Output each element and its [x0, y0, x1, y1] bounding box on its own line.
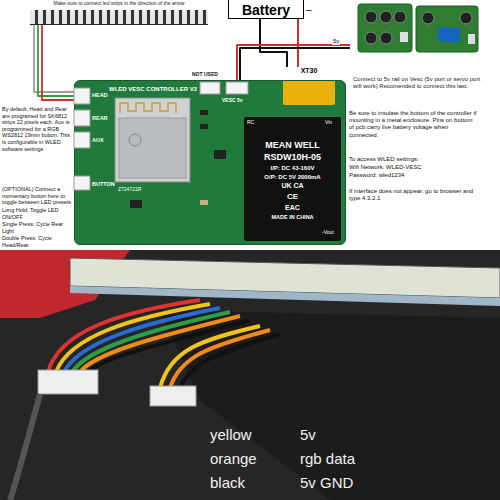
photo — [0, 250, 500, 500]
vesc-board-part — [358, 4, 412, 52]
note-text: Wifi Network: WLED-VESC — [349, 164, 479, 171]
note-text: Password: wled1234 — [349, 172, 479, 179]
node-text: O/P: DC 5V 2000mA — [264, 174, 320, 181]
vesc-board-part — [380, 11, 392, 23]
pin-label: AUX — [92, 137, 104, 144]
wire-label: black — [210, 474, 245, 492]
jst-connector — [74, 82, 248, 190]
vesc-board-part — [365, 32, 377, 44]
wire — [297, 19, 299, 67]
esp-module-part — [120, 103, 176, 113]
photo-part — [180, 334, 280, 388]
node-text: EAC — [285, 204, 300, 212]
node-text: MADE IN CHINA — [271, 214, 313, 220]
node-text: XT30 — [283, 67, 335, 75]
smd-part-part — [214, 150, 226, 159]
pin-label: NOT USED — [191, 71, 219, 77]
xt30-connector: XT30 — [283, 67, 335, 105]
smd-part-part — [130, 200, 142, 208]
node-text: WLED VESC CONTROLLER V2 — [109, 86, 345, 93]
wire-connector — [260, 19, 298, 67]
pin-label: Vin — [325, 119, 332, 125]
vesc-board-part — [380, 32, 392, 44]
node-text: RSDW10H-05 — [264, 152, 321, 162]
jst-connector-part — [74, 110, 90, 126]
note-text: (OPTIONAL) Connect a momentary button he… — [2, 186, 72, 206]
jst-connector-part — [74, 176, 90, 190]
node-text: MEAN WELL — [265, 140, 320, 150]
vesc-board — [358, 4, 478, 52]
wire-label: 5v GND — [300, 474, 353, 492]
vesc-board-part — [394, 11, 406, 23]
smd-part-part — [200, 200, 208, 205]
pin-label: REAR — [92, 115, 108, 122]
smd-part — [130, 110, 226, 208]
vesc-board-part — [365, 11, 377, 23]
node-text: Make sure to connect led strips in the d… — [32, 1, 206, 7]
note-text: Be sure to insulate the bottom of the co… — [349, 110, 479, 139]
smd-part-part — [200, 110, 208, 115]
note-text: Double Press: Cycle Head/Rear — [2, 235, 72, 248]
photo-part — [0, 250, 500, 500]
photo-part — [88, 320, 250, 372]
vesc-board-part — [438, 28, 460, 42]
photo-part — [38, 370, 98, 394]
node-text: I/P: DC 43-160V — [270, 165, 314, 172]
note-text: Long Hold: Toggle LED ON/OFF — [2, 207, 72, 220]
wire-connector — [34, 25, 74, 100]
pin-label: -Vout — [322, 229, 334, 235]
photo-part — [10, 394, 40, 500]
jst-connector-part — [74, 132, 90, 148]
pin-label: Z724721R — [118, 186, 141, 192]
wire-label: orange — [210, 450, 257, 468]
jst-connector-part — [200, 82, 220, 94]
note-text: By default, Head and Rear are programed … — [2, 106, 72, 152]
photo-part — [150, 386, 196, 406]
wire — [34, 25, 74, 92]
esp-module-part — [119, 118, 186, 178]
wire-label: rgb data — [300, 450, 355, 468]
pin-label: _ — [306, 0, 312, 12]
vesc-board-part — [416, 6, 478, 52]
jst-connector-part — [226, 82, 248, 94]
photo-part — [64, 308, 220, 372]
pin-label: HEAD — [92, 92, 108, 99]
pin-label: VESC 5v — [222, 97, 243, 103]
vesc-board-part — [422, 12, 434, 24]
power-module: MEAN WELL RSDW10H-05I/P: DC 43-160V O/P: D… — [244, 117, 341, 241]
note-text: If interface does not appear, go to brow… — [349, 188, 477, 202]
photo-part — [160, 310, 500, 500]
jst-connector-part — [74, 88, 90, 104]
wire — [38, 25, 74, 96]
node-text: Battery — [231, 2, 301, 18]
node-text: CE — [287, 192, 298, 201]
smd-part-part — [200, 124, 208, 129]
esp-module-part — [115, 98, 190, 182]
pin-label: RC — [247, 119, 254, 125]
wire-label: 5v — [332, 38, 340, 45]
led-strip: Make sure to connect led strips in the d… — [30, 1, 208, 25]
esp-module — [115, 98, 190, 182]
pin-label: BUTTON — [92, 181, 115, 188]
wire-label: 5v — [300, 426, 316, 444]
wire-label: yellow — [210, 426, 252, 444]
note-text: To access WLED settings: — [349, 156, 479, 163]
vesc-board-part — [460, 12, 472, 24]
battery-box: Battery — [228, 0, 304, 19]
vesc-board-part — [400, 32, 408, 42]
esp-module-part — [129, 134, 141, 146]
node-text: Connect to 5v rail on Vesc (5v port or s… — [353, 76, 485, 90]
photo-part — [70, 286, 500, 306]
note-text: Single Press: Cycle Rear Light — [2, 221, 72, 234]
wire — [260, 19, 287, 67]
wire — [42, 25, 74, 100]
vesc-board-part — [468, 34, 475, 44]
node-text: UK CA — [281, 182, 303, 190]
